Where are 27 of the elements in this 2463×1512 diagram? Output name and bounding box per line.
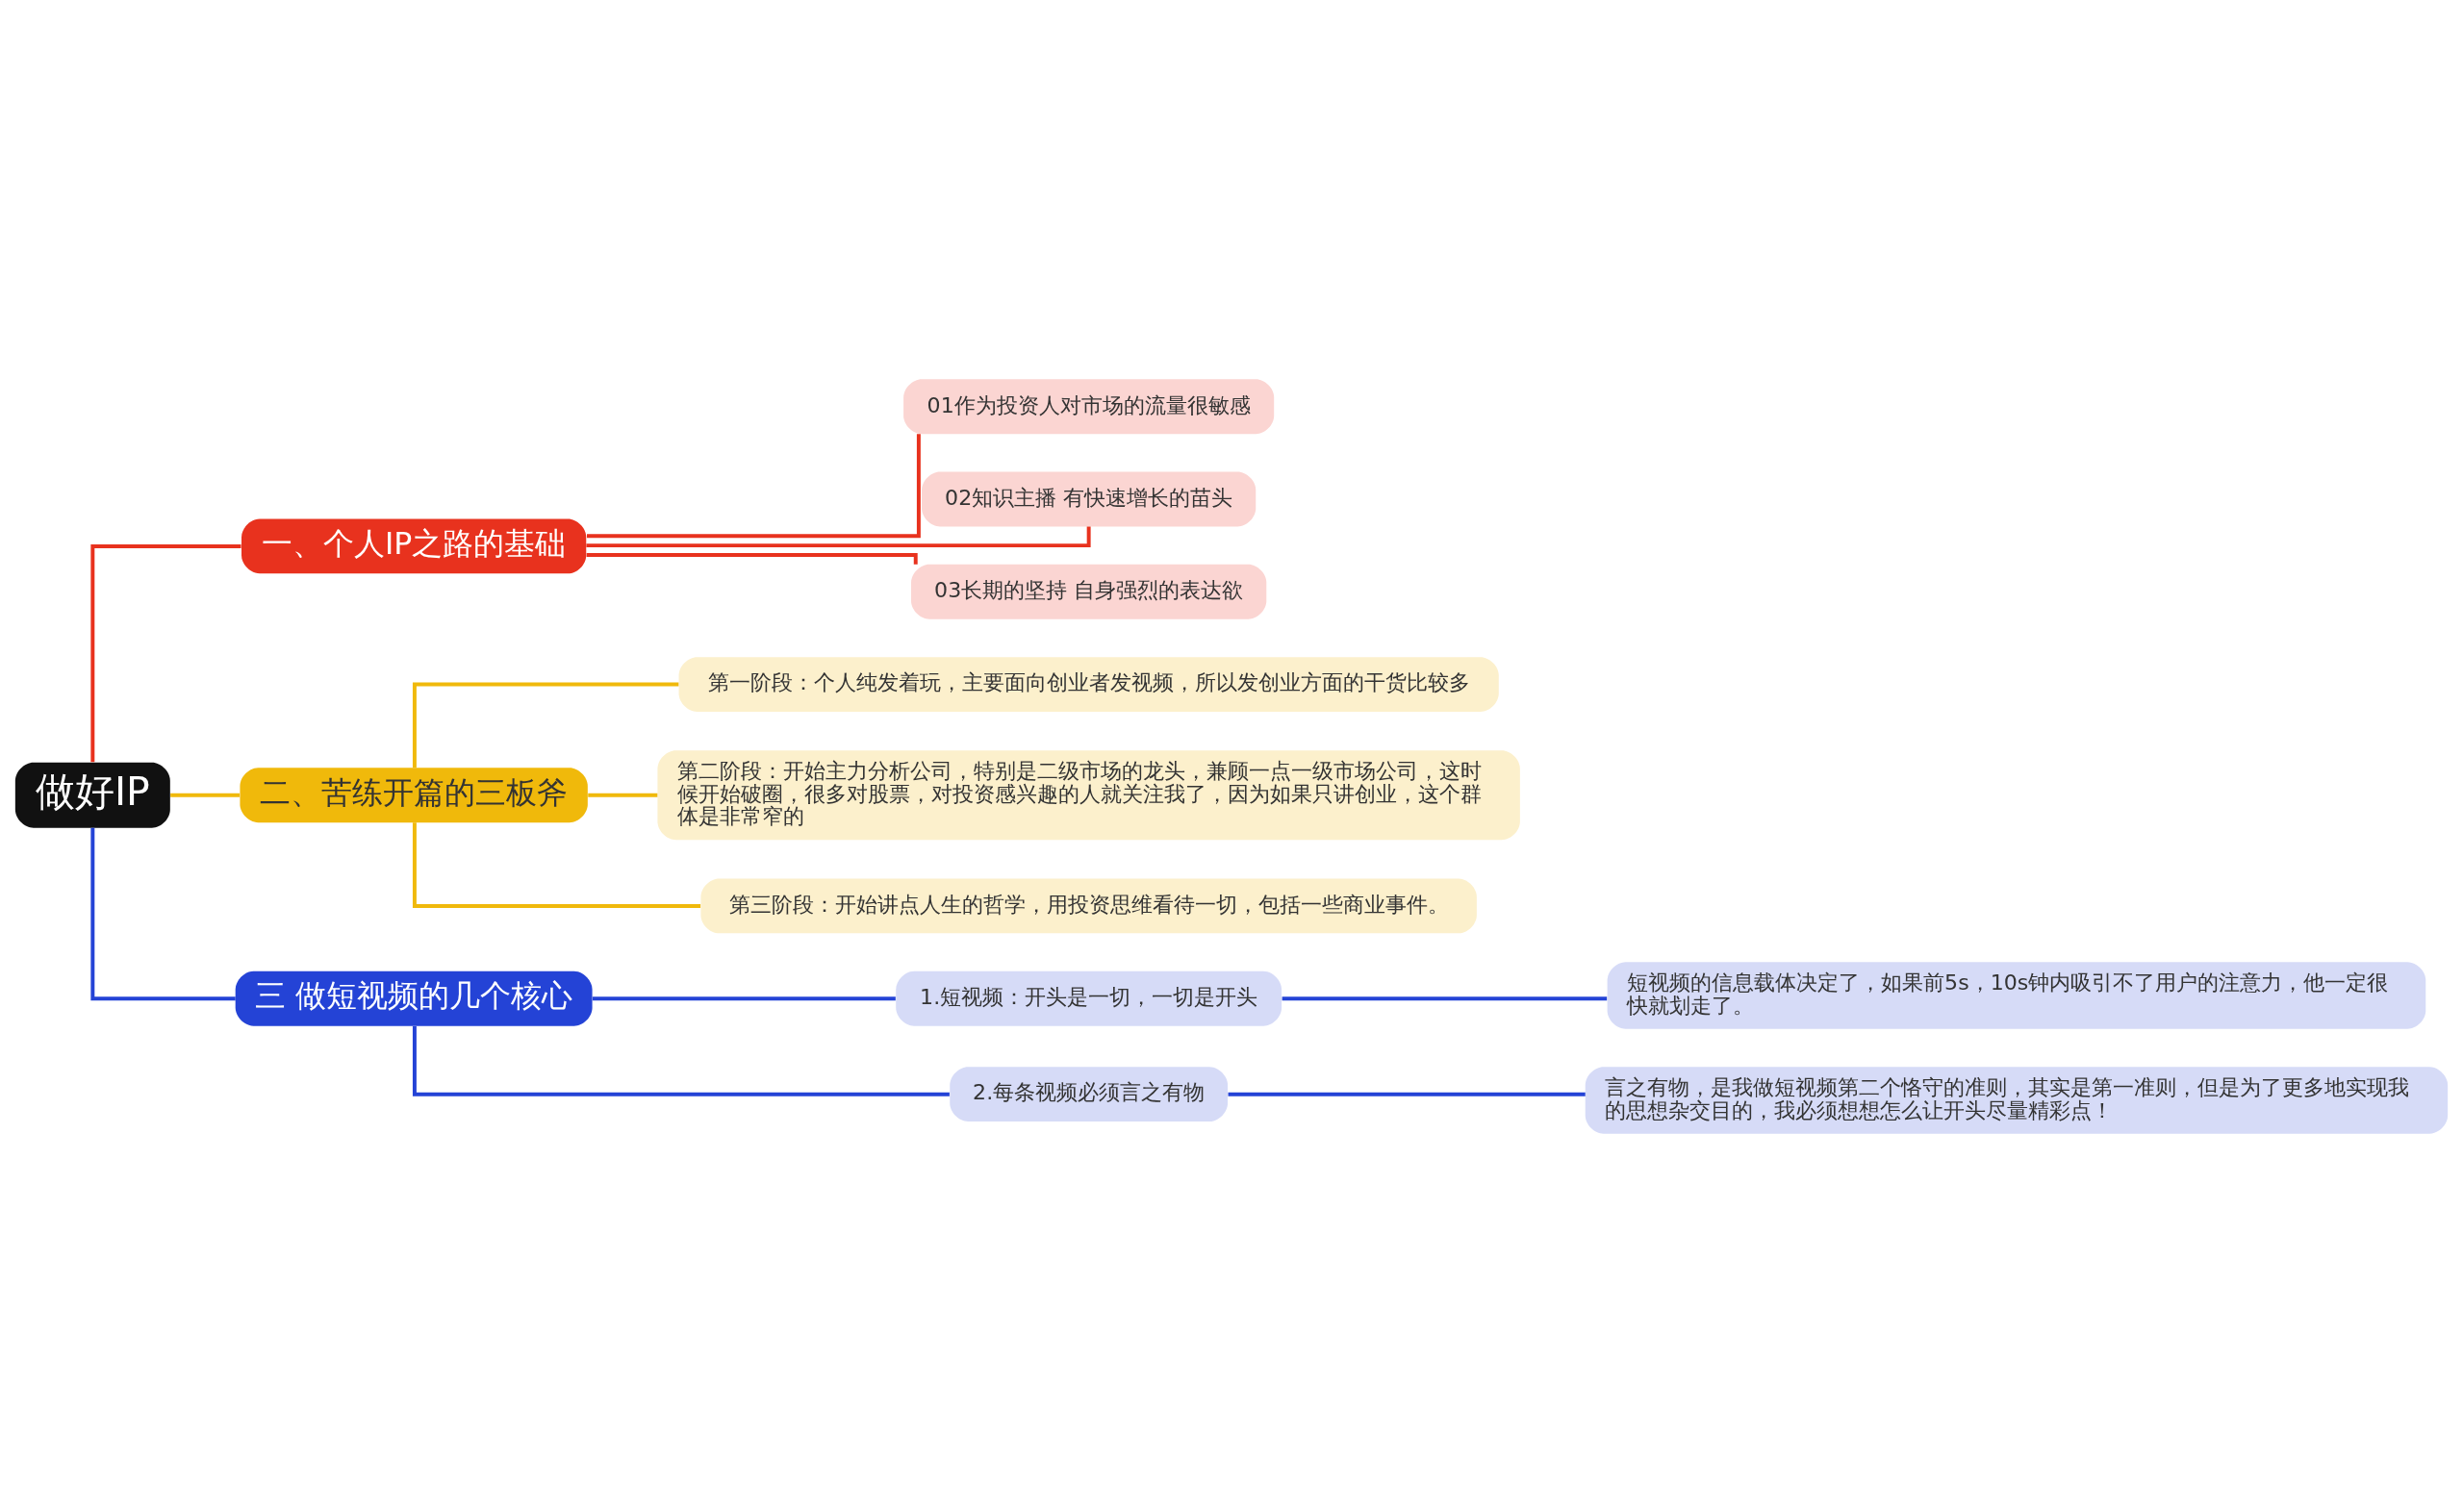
connector	[170, 793, 241, 797]
node-box: 短视频的信息载体决定了，如果前5s，10s钟内吸引不了用户的注意力，他一定很快就划走了。	[1607, 961, 2426, 1029]
node-box: 做好IP	[14, 762, 170, 828]
node-box: 第三阶段：开始讲点人生的哲学，用投资思维看待一切，包括一些商业事件。	[700, 878, 1477, 933]
connector	[90, 827, 236, 1000]
connector	[592, 995, 896, 1000]
connector	[586, 552, 918, 565]
node-box: 1.短视频：开头是一切，一切是开头	[896, 970, 1282, 1026]
connector	[587, 433, 921, 538]
connector	[1282, 995, 1608, 1000]
node-box: 三 做短视频的几个核心	[235, 970, 593, 1026]
node-box: 一、个人IP之路的基础	[241, 518, 587, 573]
connector	[412, 682, 679, 768]
node-box: 二、苦练开篇的三板斧	[240, 767, 588, 822]
node-box: 01作为投资人对市场的流量很敏感	[903, 378, 1275, 434]
connector	[588, 793, 658, 797]
node-box: 2.每条视频必须言之有物	[950, 1066, 1229, 1121]
node-box: 第二阶段：开始主力分析公司，特别是二级市场的龙头，兼顾一点一级市场公司，这时候开始破圈，很多对股票，对投资感兴趣的人就关注我了，因为如果只讲创业，这个群体是非常窄的	[657, 749, 1520, 840]
node-box: 言之有物，是我做短视频第二个恪守的准则，其实是第一准则，但是为了更多地实现我的思想杂交目的，我必须想想怎么让开头尽量精彩点！	[1585, 1066, 2449, 1134]
connector	[412, 1025, 950, 1096]
connector	[412, 821, 701, 908]
node-box: 02知识主播 有快速增长的苗头	[922, 471, 1257, 526]
connector	[586, 526, 1091, 547]
connector	[90, 543, 241, 762]
connector	[1228, 1092, 1586, 1096]
node-box: 第一阶段：个人纯发着玩，主要面向创业者发视频，所以发创业方面的干货比较多	[678, 656, 1499, 712]
node-box: 03长期的坚持 自身强烈的表达欲	[911, 564, 1267, 619]
